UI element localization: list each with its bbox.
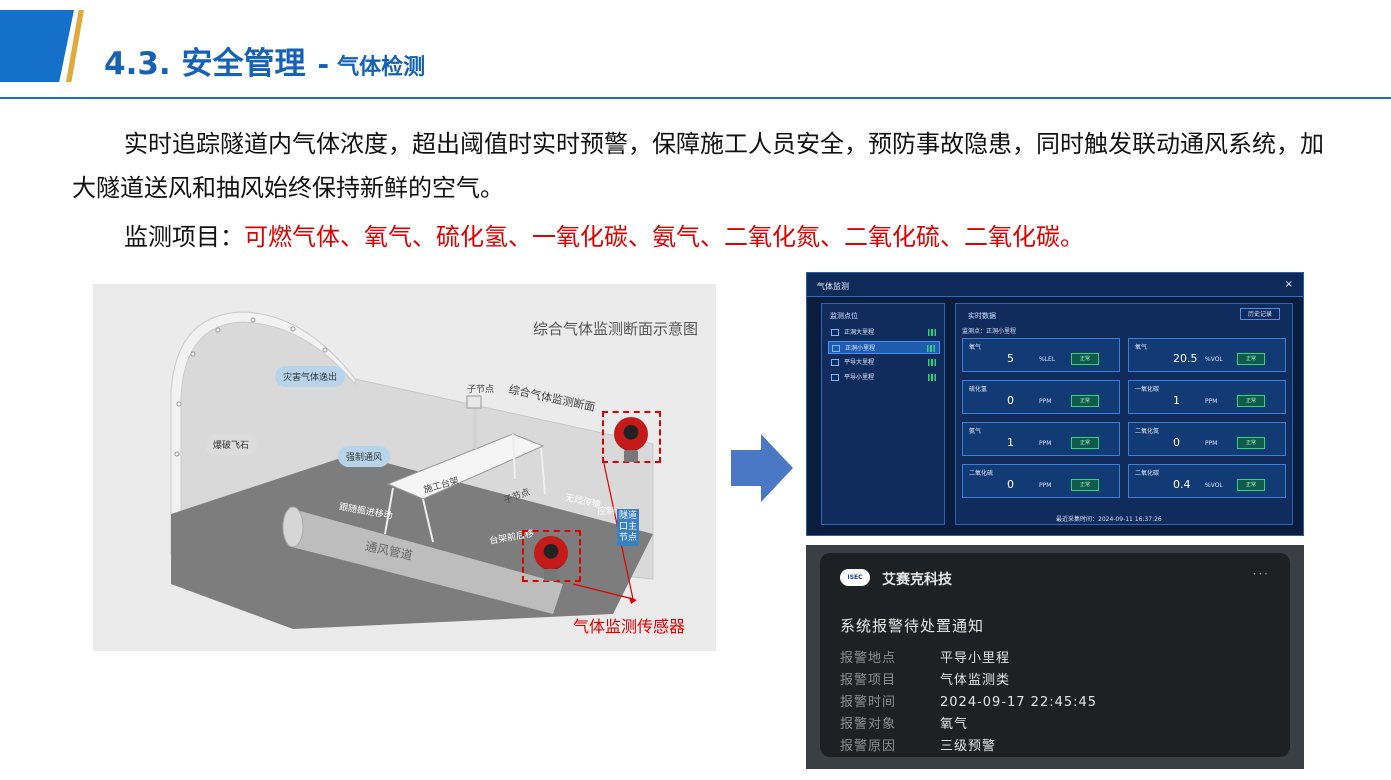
- monitor-point-item[interactable]: 正洞大里程: [828, 326, 940, 339]
- diagram-title: 综合气体监测断面示意图: [533, 320, 699, 338]
- dashboard-title: 气体监测: [817, 282, 849, 291]
- sensor-highlight-bottom: [522, 530, 581, 582]
- page-title-separator: -: [317, 48, 330, 81]
- gas-sensor-bottom-icon: [534, 536, 568, 581]
- notification-row: 报警项目气体监测类: [840, 673, 1011, 688]
- label-sub-node-top: 子节点: [467, 385, 495, 395]
- monitor-point-item[interactable]: 平导小里程: [828, 371, 940, 384]
- monitor-items-label: 监测项目：: [124, 223, 244, 251]
- notification-row: 报警原因三级预警: [840, 739, 997, 754]
- notification-card[interactable]: ISEC 艾赛克科技 ··· 系统报警待处置通知 报警地点平导小里程 报警项目气…: [820, 553, 1290, 757]
- label-control: 控制: [597, 507, 616, 517]
- gas-card: 二氧化氮 0 PPM 正常: [1128, 422, 1286, 456]
- list-icon: [831, 374, 839, 381]
- last-collect-time: 最近采集时间：2024-09-11 16:37:26: [1056, 516, 1162, 523]
- label-blast-rock: 爆破飞石: [205, 434, 258, 455]
- header-accent-bar: [0, 10, 74, 82]
- monitor-items-paragraph: 监测项目：可燃气体、氧气、硫化氢、一氧化碳、氨气、二氧化氮、二氧化硫、二氧化碳。: [72, 215, 1332, 259]
- intro-paragraph: 实时追踪隧道内气体浓度，超出阈值时实时预警，保障施工人员安全，预防事故隐患，同时…: [72, 130, 1324, 202]
- gas-sensor-top-icon: [614, 417, 648, 462]
- gas-card: 一氧化碳 1 PPM 正常: [1128, 380, 1286, 414]
- sensor-label: 气体监测传感器: [573, 617, 686, 636]
- signal-icon: [928, 374, 936, 381]
- label-tunnel-node: 隧道口主节点: [617, 509, 639, 546]
- monitor-point-item-active[interactable]: 正洞小里程: [828, 341, 940, 354]
- status-badge: 正常: [1237, 353, 1265, 365]
- page-title: 4.3. 安全管理 - 气体检测: [104, 38, 426, 82]
- dashboard-titlebar: 气体监测 ×: [807, 273, 1303, 297]
- realtime-data-heading: 实时数据: [968, 312, 996, 320]
- monitor-point-heading: 监测点位: [830, 312, 858, 320]
- gas-card: 氧气 20.5 %VOL 正常: [1128, 338, 1286, 372]
- list-icon: [831, 329, 839, 336]
- status-badge: 正常: [1071, 395, 1099, 407]
- alarm-notification: ISEC 艾赛克科技 ··· 系统报警待处置通知 报警地点平导小里程 报警项目气…: [806, 545, 1304, 769]
- right-arrow-icon: [731, 434, 793, 502]
- realtime-data-panel: 实时数据 历史记录 监测点：正洞小里程 氧气 5 %LEL 正常 氧气 20.5…: [955, 303, 1293, 525]
- status-badge: 正常: [1071, 353, 1099, 365]
- signal-icon: [928, 359, 936, 366]
- header-divider: [0, 97, 1391, 99]
- list-icon: [831, 359, 839, 366]
- status-badge: 正常: [1237, 479, 1265, 491]
- page-subtitle: 气体检测: [337, 55, 426, 80]
- notification-row: 报警对象氧气: [840, 717, 969, 732]
- gas-card: 氧气 5 %LEL 正常: [962, 338, 1120, 372]
- label-hazard-escape: 灾害气体逸出: [275, 366, 346, 387]
- status-badge: 正常: [1071, 479, 1099, 491]
- gas-card: 氨气 1 PPM 正常: [962, 422, 1120, 456]
- history-button[interactable]: 历史记录: [1240, 308, 1280, 320]
- status-badge: 正常: [1071, 437, 1099, 449]
- monitor-point-item[interactable]: 平导大里程: [828, 356, 940, 369]
- isec-logo-icon: ISEC: [840, 569, 870, 586]
- notification-title: 系统报警待处置通知: [840, 617, 985, 635]
- notification-row: 报警地点平导小里程: [840, 651, 1011, 666]
- gas-card: 硫化氢 0 PPM 正常: [962, 380, 1120, 414]
- current-monitor-point: 监测点：正洞小里程: [962, 328, 1017, 335]
- signal-icon: [928, 329, 936, 336]
- status-badge: 正常: [1237, 395, 1265, 407]
- more-icon[interactable]: ···: [1252, 567, 1270, 581]
- signal-icon: [927, 345, 935, 352]
- page-title-main: 4.3. 安全管理: [104, 46, 306, 82]
- tunnel-illustration: [170, 311, 654, 629]
- list-icon: [832, 345, 840, 352]
- gas-card: 二氧化硫 0 PPM 正常: [962, 464, 1120, 498]
- notification-app-name: 艾赛克科技: [882, 572, 952, 588]
- monitor-point-panel: 监测点位 正洞大里程 正洞小里程 平导大里程 平导小里程: [821, 303, 945, 525]
- monitor-items-list: 可燃气体、氧气、硫化氢、一氧化碳、氨气、二氧化氮、二氧化硫、二氧化碳。: [244, 223, 1084, 251]
- label-forced-vent: 强制通风: [338, 446, 391, 467]
- gas-card: 二氧化碳 0.4 %VOL 正常: [1128, 464, 1286, 498]
- close-icon[interactable]: ×: [1284, 279, 1293, 290]
- sensor-highlight-top: [602, 411, 661, 463]
- tunnel-diagram: 综合气体监测断面示意图 灾害气体逸出 爆破飞石 强制通风 子节点 综合气体监测断…: [93, 284, 716, 651]
- gas-monitor-dashboard: 气体监测 × 监测点位 正洞大里程 正洞小里程 平导大里程 平导小里程 实时数据…: [806, 272, 1304, 536]
- status-badge: 正常: [1237, 437, 1265, 449]
